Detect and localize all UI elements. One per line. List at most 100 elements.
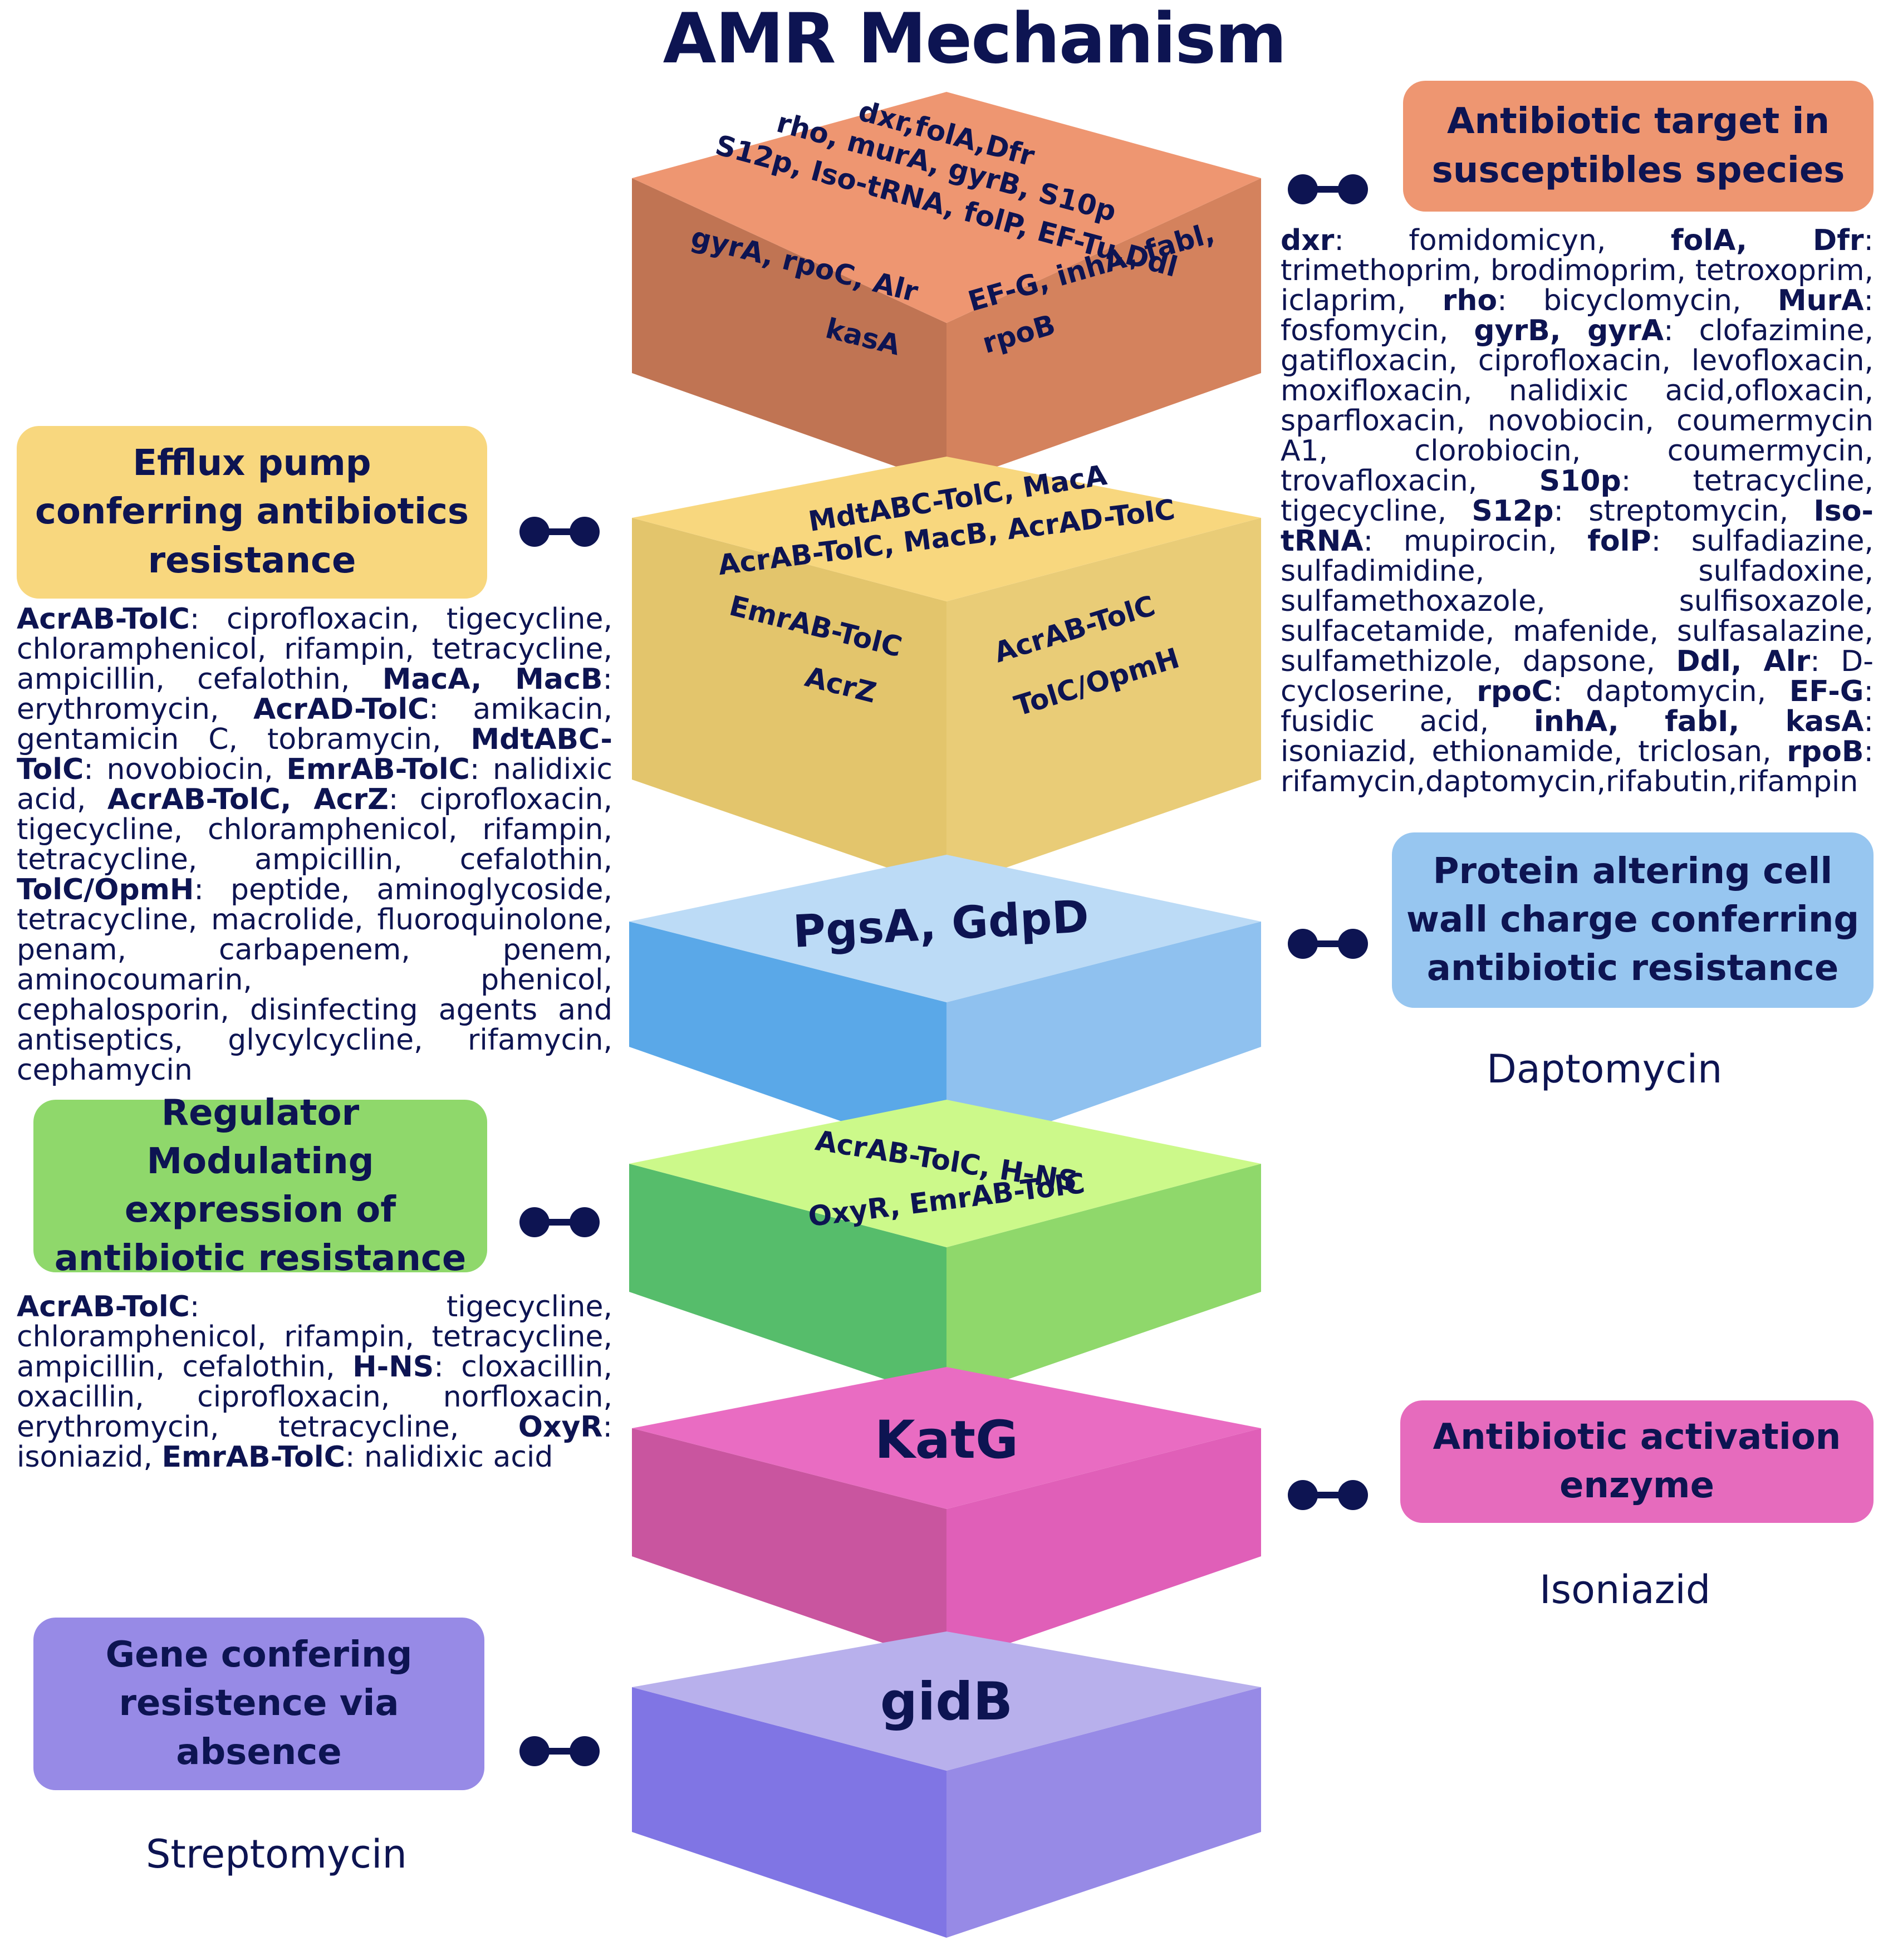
regulator-box-line1: Regulator Modulating	[146, 1092, 374, 1182]
antibiotic-list: : bicyclomycin,	[1497, 284, 1778, 317]
cube-purple-top	[632, 1631, 1261, 1771]
cube-blue	[629, 855, 1261, 1158]
cube-green-right	[946, 1164, 1261, 1400]
gene-name: folA, Dfr	[1670, 224, 1864, 257]
antibiotic-list: : ciprofloxacin, tigecycline, chloramphe…	[17, 602, 612, 696]
cellwall-box-line2: wall charge conferring	[1406, 899, 1860, 940]
gene-name: S10p	[1539, 464, 1621, 498]
antibiotic-list: : amikacin, gentamicin C, tobramycin,	[17, 693, 612, 756]
antibiotic-list: : isoniazid,	[17, 1410, 612, 1474]
target-box-line1: Antibiotic target in	[1446, 101, 1830, 143]
gene-name: EmrAB-TolC	[161, 1440, 345, 1474]
target-box-line2: susceptibles species	[1431, 149, 1845, 191]
antibiotic-list: : daptomycin,	[1552, 675, 1789, 708]
antibiotic-list: : ciprofloxacin, tigecycline, chloramphe…	[17, 783, 612, 876]
absence-box-line3: absence	[176, 1731, 342, 1773]
efflux-box-line3: resistance	[148, 540, 356, 581]
antibiotic-list: : isoniazid, ethionamide, triclosan,	[1281, 705, 1874, 768]
gene-name: EF-G	[1789, 675, 1864, 708]
cellwall-box: Protein altering cell wall charge confer…	[1392, 832, 1874, 1008]
gene-name: MurA	[1777, 284, 1864, 317]
cube-blue-top	[629, 855, 1261, 1002]
activation-box-line1: Antibiotic activation	[1433, 1416, 1841, 1458]
antibiotic-list: : D-cycloserine,	[1281, 645, 1874, 708]
efflux-box-line2: conferring antibiotics	[35, 491, 469, 533]
target-box: Antibiotic target in susceptibles specie…	[1403, 81, 1874, 212]
antibiotic-list: : novobiocin,	[84, 753, 287, 786]
gene-name: AcrAB-TolC, AcrZ	[107, 783, 389, 816]
antibiotic-list: : nalidixic acid	[345, 1440, 553, 1474]
antibiotic-list: : trimethoprim, brodimoprim, tetroxoprim…	[1281, 224, 1874, 317]
antibiotic-list: : rifamycin,daptomycin,rifabutin,rifampi…	[1281, 735, 1874, 798]
cube-green	[629, 1100, 1261, 1400]
activation-box: Antibiotic activation enzyme	[1400, 1400, 1874, 1523]
absence-box-line2: resistence via	[119, 1683, 399, 1724]
gene-name: gyrB, gyrA	[1474, 314, 1664, 347]
absence-box-line1: Gene confering	[105, 1634, 413, 1676]
antibiotic-list: : nalidixic acid,	[17, 753, 613, 816]
cube-green-top	[629, 1100, 1261, 1247]
cellwall-box-line1: Protein altering cell	[1433, 850, 1833, 892]
antibiotic-list: : peptide, aminoglycoside, tetracycline,…	[17, 873, 612, 1087]
isoniazid-label: Isoniazid	[1539, 1567, 1711, 1613]
connector-target	[1288, 174, 1368, 204]
gene-name: OxyR	[518, 1410, 603, 1444]
efflux-description: AcrAB-TolC: ciprofloxacin, tigecycline, …	[17, 604, 612, 1085]
gene-name: rpoB	[1787, 735, 1864, 768]
antibiotic-list: : tigecycline, chloramphenicol, rifampin…	[17, 1290, 612, 1384]
gene-name: H-NS	[352, 1350, 434, 1384]
antibiotic-list: : sulfadiazine, sulfadimidine, sulfadoxi…	[1281, 525, 1874, 678]
cube6-top: gidB	[880, 1672, 1013, 1732]
gene-name: rpoC	[1477, 675, 1553, 708]
regulator-box-line3: antibiotic resistance	[54, 1238, 467, 1280]
gene-name: rho	[1442, 284, 1498, 317]
connector-absence	[519, 1736, 600, 1766]
cube-pink-right	[946, 1428, 1261, 1665]
regulator-box-line2: expression of	[124, 1189, 396, 1231]
gene-name: dxr	[1281, 224, 1335, 257]
cube-green-left	[629, 1164, 946, 1400]
cube-orange	[632, 92, 1261, 484]
gene-name: AcrAD-TolC	[253, 693, 429, 726]
cube-orange-right	[946, 178, 1261, 484]
cube-yellow-right	[946, 518, 1261, 888]
streptomycin-label: Streptomycin	[146, 1831, 407, 1877]
connector-regulator	[519, 1207, 600, 1237]
cube-yellow-top	[632, 457, 1261, 601]
gene-name: TolC/OpmH	[17, 873, 194, 906]
connector-cellwall	[1288, 929, 1368, 959]
targets-description: dxr: fomidomicyn, folA, Dfr: trimethopri…	[1281, 226, 1874, 797]
gene-name: AcrAB-TolC	[17, 1290, 190, 1324]
cube-pink-top	[632, 1367, 1261, 1509]
regulator-description: AcrAB-TolC: tigecycline, chloramphenicol…	[17, 1292, 612, 1472]
gene-name: Iso-tRNA	[1281, 494, 1874, 558]
gene-name: MacA, MacB	[382, 663, 603, 696]
cube-orange-top	[632, 92, 1261, 323]
cellwall-box-line3: antibiotic resistance	[1426, 948, 1839, 989]
gene-name: S12p	[1472, 494, 1554, 528]
cube-orange-left	[632, 178, 946, 484]
cube-yellow-left	[632, 518, 946, 888]
efflux-box: Efflux pump conferring antibiotics resis…	[17, 426, 487, 599]
cube-blue-right	[946, 922, 1261, 1158]
efflux-box-line1: Efflux pump	[133, 443, 371, 484]
connector-activation	[1288, 1480, 1368, 1510]
cube-purple	[632, 1631, 1261, 1938]
cube-pink	[632, 1367, 1261, 1665]
antibiotic-list: : fomidomicyn,	[1334, 224, 1671, 257]
connector-efflux	[519, 517, 600, 547]
gene-name: folP	[1587, 525, 1651, 558]
gene-name: EmrAB-TolC	[286, 753, 470, 786]
antibiotic-list: : streptomycin,	[1553, 494, 1814, 528]
antibiotic-list: : clofazimine, gatifloxacin, ciprofloxac…	[1281, 314, 1874, 498]
antibiotic-list: : erythromycin,	[17, 663, 612, 726]
antibiotic-list: : tetracycline, tigecycline,	[1281, 464, 1874, 528]
cube-yellow	[632, 457, 1261, 888]
gene-name: MdtABC-TolC	[17, 723, 612, 786]
cube5-top: KatG	[874, 1410, 1019, 1471]
antibiotic-list: : fusidic acid,	[1281, 675, 1874, 738]
cube-pink-left	[632, 1428, 946, 1665]
gene-name: AcrAB-TolC	[17, 602, 190, 636]
regulator-box: Regulator Modulating expression of antib…	[33, 1092, 487, 1279]
